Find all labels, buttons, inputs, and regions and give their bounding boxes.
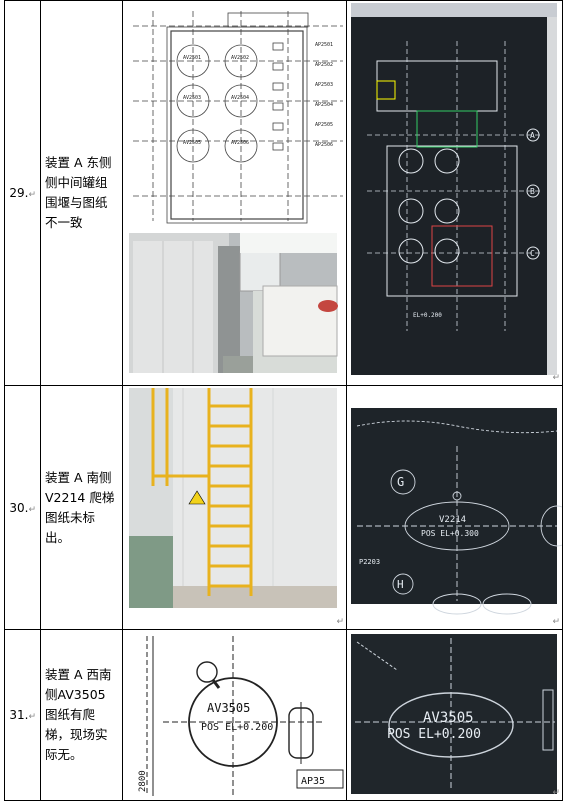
vessel-label: AV3505 bbox=[207, 701, 250, 715]
table-row: 30.↵ 装置 A 南侧V2214 爬梯图纸未标出。 bbox=[4, 385, 563, 630]
paragraph-mark: ↵ bbox=[552, 617, 560, 627]
vessel-label: AV3505 bbox=[423, 710, 474, 726]
elevation-label: POS EL+0.300 bbox=[421, 529, 479, 538]
row-number-31: 31.↵ bbox=[4, 629, 41, 801]
table-row: 29.↵ 装置 A 东侧侧中间罐组围堰与图纸不一致 bbox=[4, 0, 563, 386]
drawing-photo-cell-29: AV2501 AV2502 AV2503 AV2504 AV2505 AV250… bbox=[122, 0, 347, 386]
drawing-and-photo-29: AV2501 AV2502 AV2503 AV2504 AV2505 AV250… bbox=[123, 1, 346, 385]
dimension-label: 2800 bbox=[138, 770, 148, 792]
pump-label: AP2506 bbox=[315, 142, 333, 148]
paragraph-mark: ↵ bbox=[336, 617, 344, 627]
screen-photo-cell-30: G H V2214 POS EL+0.300 P2203 ↵ bbox=[346, 385, 563, 630]
grid-label: G bbox=[397, 475, 404, 489]
pump-label: AP2502 bbox=[315, 62, 333, 68]
tank-label: AV2501 bbox=[183, 55, 201, 61]
row-number-29: 29.↵ bbox=[4, 0, 41, 386]
inspection-table: 29.↵ 装置 A 东侧侧中间罐组围堰与图纸不一致 bbox=[4, 0, 563, 801]
paragraph-mark: ↵ bbox=[552, 373, 560, 383]
vessel-label: V2214 bbox=[439, 515, 466, 525]
site-photo-29 bbox=[129, 233, 338, 373]
pump-label: AP2501 bbox=[315, 42, 333, 48]
tank-label: AV2506 bbox=[231, 140, 249, 146]
row-description-29: 装置 A 东侧侧中间罐组围堰与图纸不一致 bbox=[40, 0, 123, 386]
elevation-label: EL+0.200 bbox=[413, 312, 442, 319]
elevation-label: POS EL+0.200 bbox=[387, 727, 481, 742]
cad-screen-photo-31: AV3505 POS EL+0.200 bbox=[347, 630, 562, 800]
tank-label: AV2504 bbox=[231, 95, 249, 101]
pump-label: AP2503 bbox=[315, 82, 333, 88]
paragraph-mark: ↵ bbox=[552, 788, 560, 798]
pump-label: P2203 bbox=[359, 558, 380, 566]
grid-label: H bbox=[397, 578, 404, 591]
pump-label: AP2505 bbox=[315, 122, 333, 128]
pump-label: AP2504 bbox=[315, 102, 333, 108]
row-description-30: 装置 A 南侧V2214 爬梯图纸未标出。 bbox=[40, 385, 123, 630]
drawing-cell-31: AV3505 POS EL+0.200 AP35 2800 bbox=[122, 629, 347, 801]
row-description-31: 装置 A 西南侧AV3505图纸有爬梯，现场实际无。 bbox=[40, 629, 123, 801]
photo-cell-30: ↵ bbox=[122, 385, 347, 630]
cad-screen-photo-30: G H V2214 POS EL+0.300 P2203 bbox=[347, 386, 562, 629]
pump-label: AP35 bbox=[301, 776, 325, 787]
tank-label: AV2505 bbox=[183, 140, 201, 146]
grid-label: A bbox=[530, 131, 535, 140]
elevation-label: POS EL+0.200 bbox=[201, 722, 273, 733]
cad-screen-photo-29: A B C EL+0.200 bbox=[347, 1, 562, 385]
grid-label: C bbox=[530, 249, 535, 258]
table-row: 31.↵ 装置 A 西南侧AV3505图纸有爬梯，现场实际无。 bbox=[4, 629, 563, 801]
grid-label: B bbox=[530, 187, 535, 196]
tank-label: AV2503 bbox=[183, 95, 201, 101]
row-number-30: 30.↵ bbox=[4, 385, 41, 630]
screen-photo-cell-31: AV3505 POS EL+0.200 ↵ bbox=[346, 629, 563, 801]
cad-drawing-31: AV3505 POS EL+0.200 AP35 2800 bbox=[123, 630, 346, 800]
tank-label: AV2502 bbox=[231, 55, 249, 61]
screen-photo-cell-29: A B C EL+0.200 ↵ bbox=[346, 0, 563, 386]
site-photo-30 bbox=[123, 386, 346, 629]
